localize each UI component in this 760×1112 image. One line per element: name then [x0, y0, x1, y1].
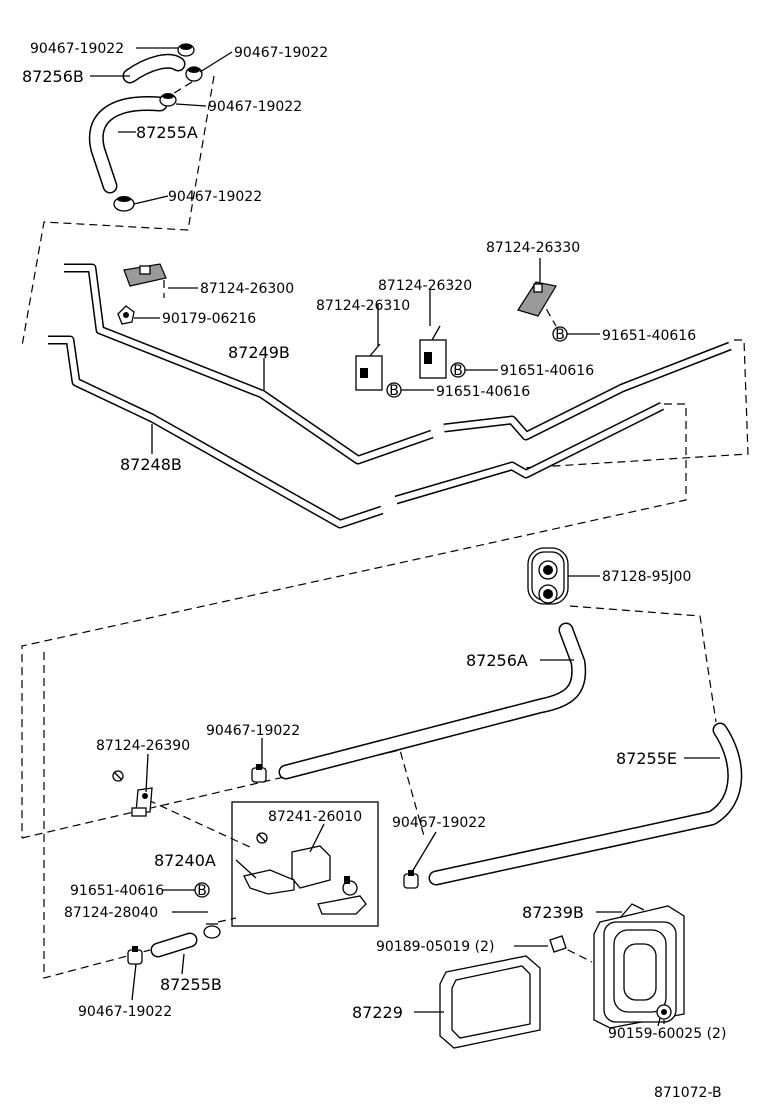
label-hose-87256a: 87256A [466, 651, 528, 670]
pipe-87249b [64, 263, 732, 465]
svg-text:B: B [197, 883, 207, 899]
clamp-87124-28040 [203, 923, 221, 939]
clamp-87124-26330 [517, 281, 557, 317]
label-hose-87255a: 87255A [136, 123, 198, 142]
part-labels: 90467-19022 90467-19022 87256B 90467-190… [22, 41, 726, 1101]
label-clip-a: 90467-19022 [30, 41, 124, 57]
bolt-marker-b-icon: B B B B [194, 326, 568, 899]
screw-90179-06216 [117, 305, 135, 325]
label-valve-87240a: 87240A [154, 851, 216, 870]
leader-lines [90, 47, 720, 1024]
label-valve-26010: 87241-26010 [268, 809, 362, 825]
label-clip-g: 90467-19022 [78, 1004, 172, 1020]
hose-87256b [122, 53, 186, 84]
label-clamp-26310: 87124-26310 [316, 298, 410, 314]
hose-87256a [278, 622, 587, 780]
label-clip-f: 90467-19022 [392, 815, 486, 831]
label-pipe-87248b: 87248B [120, 455, 182, 474]
label-clip-c: 90467-19022 [208, 99, 302, 115]
label-bolt-40616-c: 91651-40616 [436, 384, 530, 400]
hose-87255e [428, 722, 743, 886]
label-grommet-95j00: 87128-95J00 [602, 569, 691, 585]
nut-90189-05019 [549, 935, 567, 953]
svg-text:B: B [389, 383, 399, 399]
pipe-87248b [48, 335, 665, 529]
top-clips [113, 43, 203, 212]
label-grommet-87239b: 87239B [522, 903, 584, 922]
screw-90159-60025 [656, 1004, 672, 1027]
label-bolt-40616-d: 91651-40616 [70, 883, 164, 899]
label-clamp-26300: 87124-26300 [200, 281, 294, 297]
label-clamp-26330: 87124-26330 [486, 240, 580, 256]
label-hose-87256b: 87256B [22, 67, 84, 86]
label-screw-06216: 90179-06216 [162, 311, 256, 327]
clamp-87124-26390 [112, 770, 153, 817]
label-clip-e: 90467-19022 [206, 723, 300, 739]
grommet-87239b [593, 903, 685, 1029]
label-nut-05019: 90189-05019 (2) [376, 939, 494, 955]
lower-clips [127, 764, 419, 965]
label-hose-87255e: 87255E [616, 749, 677, 768]
label-clamp-26320: 87124-26320 [378, 278, 472, 294]
grommet-87128-95j00 [527, 547, 569, 605]
hose-87255b [150, 932, 198, 958]
plate-87229 [439, 955, 541, 1049]
label-clip-d: 90467-19022 [168, 189, 262, 205]
label-screw-60025: 90159-60025 (2) [608, 1026, 726, 1042]
label-clamp-26390: 87124-26390 [96, 738, 190, 754]
diagram-id: 871072-B [654, 1085, 722, 1101]
dashed-assembly-lines [21, 75, 749, 979]
svg-text:B: B [453, 363, 463, 379]
hose-87255a [88, 95, 168, 194]
label-clip-b: 90467-19022 [234, 45, 328, 61]
label-bolt-40616-a: 91651-40616 [602, 328, 696, 344]
clamp-87124-26320 [419, 325, 447, 379]
clamp-87124-26300 [123, 263, 167, 287]
label-plate-87229: 87229 [352, 1003, 403, 1022]
label-clamp-28040: 87124-28040 [64, 905, 158, 921]
valve-87241-26010-box [231, 801, 379, 927]
clamp-87124-26310 [355, 343, 383, 391]
label-pipe-87249b: 87249B [228, 343, 290, 362]
svg-text:B: B [555, 327, 565, 343]
label-hose-87255b: 87255B [160, 975, 222, 994]
label-bolt-40616-b: 91651-40616 [500, 363, 594, 379]
